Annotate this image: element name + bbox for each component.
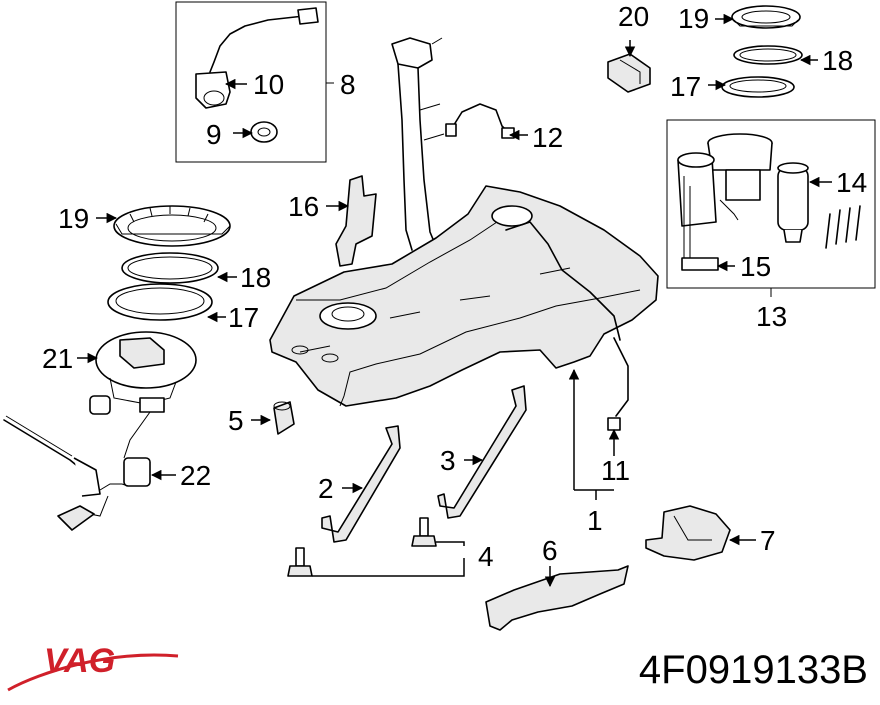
part-22-level-sensor xyxy=(3,411,151,531)
callout-22: 22 xyxy=(180,460,211,491)
part-18-seal-top xyxy=(733,45,803,65)
callout-18-left: 18 xyxy=(240,262,271,293)
callout-5: 5 xyxy=(228,405,244,436)
callout-6: 6 xyxy=(542,535,558,566)
part-10-connector xyxy=(195,7,319,109)
part-7-bracket xyxy=(645,505,731,561)
part-12-pipe xyxy=(445,103,515,139)
part-21-sender-unit xyxy=(89,331,197,415)
callout-7: 7 xyxy=(760,525,776,556)
callout-12: 12 xyxy=(532,122,563,153)
box-part-13 xyxy=(666,119,876,297)
callout-3: 3 xyxy=(440,445,456,476)
callout-17-top: 17 xyxy=(670,71,701,102)
callout-2: 2 xyxy=(318,473,334,504)
part-4-bolt-a xyxy=(287,547,313,577)
part-16-bracket xyxy=(335,175,377,267)
callout-8: 8 xyxy=(340,69,356,100)
part-18-seal-left xyxy=(121,252,219,284)
part-13-pump-assembly xyxy=(677,133,773,271)
part-number: 4F0919133B xyxy=(638,648,868,692)
part-4-bolt-b xyxy=(411,517,437,547)
leader-lines xyxy=(77,13,832,588)
part-9-seal xyxy=(250,121,278,143)
callout-16: 16 xyxy=(288,191,319,222)
callout-9: 9 xyxy=(206,119,222,150)
callout-19-left: 19 xyxy=(58,203,89,234)
callout-4: 4 xyxy=(478,541,494,572)
callout-11: 11 xyxy=(601,455,630,486)
filler-neck xyxy=(391,37,445,257)
part-3-strap xyxy=(437,385,527,519)
callout-10: 10 xyxy=(253,69,284,100)
callout-20: 20 xyxy=(618,1,649,32)
part-2-strap xyxy=(321,425,401,543)
callout-17-left: 17 xyxy=(228,302,259,333)
part-19-lock-ring-top xyxy=(731,5,801,29)
part-20-bracket xyxy=(607,53,651,93)
part-11-pipe xyxy=(607,337,629,431)
vag-logo: VAG xyxy=(7,642,179,692)
callout-19-top: 19 xyxy=(678,3,709,34)
callout-1: 1 xyxy=(587,505,603,536)
callout-18-top: 18 xyxy=(822,45,853,76)
vag-logo-text: VAG xyxy=(44,642,115,680)
callout-13: 13 xyxy=(756,301,787,332)
part-19-lock-ring-left xyxy=(113,205,231,247)
part-6-heat-shield xyxy=(485,565,629,631)
part-17-ring-top xyxy=(721,76,795,98)
callout-15: 15 xyxy=(740,251,771,282)
box-part-8 xyxy=(175,1,334,163)
callout-14: 14 xyxy=(836,167,867,198)
callout-21: 21 xyxy=(42,343,73,374)
part-5-bump-stop xyxy=(273,401,295,435)
callout-labels: 10 8 9 12 20 19 18 17 14 15 13 16 19 18 … xyxy=(42,1,867,572)
part-14-filter xyxy=(777,162,861,249)
part-1-fuel-tank xyxy=(269,185,659,407)
part-17-ring-left xyxy=(107,283,213,321)
